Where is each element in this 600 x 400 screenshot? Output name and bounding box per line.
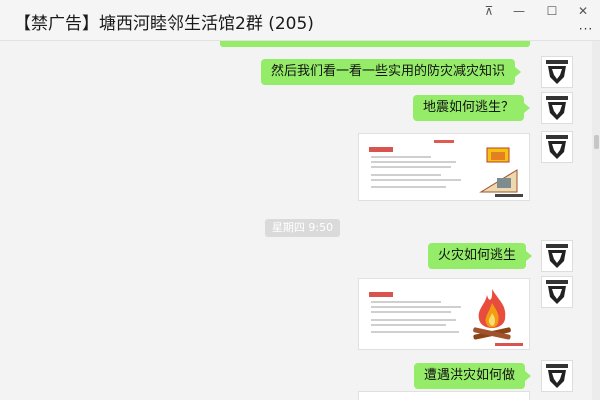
avatar-icon[interactable] [541, 131, 573, 163]
slide-text-line [371, 301, 441, 303]
slide-text-line [371, 311, 451, 313]
message-text: 遭遇洪灾如何做 [424, 368, 516, 383]
message-bubble[interactable]: 火灾如何逃生 [428, 243, 533, 269]
earthquake-illustration-icon [479, 147, 518, 193]
message-text: 火灾如何逃生 [438, 248, 517, 263]
slide-text-line [371, 161, 456, 163]
slide-text-line [371, 166, 451, 168]
title-bar: 【禁广告】塘西河睦邻生活馆2群 (205) ⊼ — ☐ ✕ ··· [0, 0, 600, 41]
pin-icon[interactable]: ⊼ [484, 4, 494, 18]
maximize-button[interactable]: ☐ [546, 4, 558, 18]
avatar-icon[interactable] [541, 92, 573, 124]
chat-title: 【禁广告】塘西河睦邻生活馆2群 (205) [14, 14, 314, 34]
slide-header-tag [369, 292, 393, 297]
slide-text-line [371, 331, 459, 333]
slide-text-line [371, 324, 446, 326]
avatar-icon[interactable] [541, 276, 573, 308]
more-options-icon[interactable]: ··· [578, 22, 594, 36]
slide-text-line [371, 174, 441, 176]
earthquake-safety-slide[interactable] [358, 133, 530, 201]
message-text: 然后我们看一看一些实用的防灾减灾知识 [271, 64, 506, 79]
message-text: 地震如何逃生？ [423, 100, 515, 115]
slide-header-tag [369, 147, 393, 152]
slide-text-line [371, 319, 456, 321]
chat-area[interactable]: 然后我们看一看一些实用的防灾减灾知识 地震如何逃生？ [0, 41, 592, 400]
slide-text-line [371, 179, 461, 181]
scrollbar-thumb[interactable] [594, 135, 599, 149]
scrollbar-track[interactable] [592, 41, 600, 400]
slide-title-bar [434, 140, 454, 143]
avatar-icon[interactable] [541, 240, 573, 272]
fire-illustration-icon [473, 289, 511, 340]
fire-safety-slide[interactable] [358, 278, 530, 350]
slide-text-line [371, 186, 446, 188]
message-bubble[interactable]: 遭遇洪灾如何做 [414, 363, 532, 389]
close-button[interactable]: ✕ [577, 4, 589, 18]
avatar-icon[interactable] [541, 360, 573, 392]
slide-footer [495, 194, 523, 197]
minimize-button[interactable]: — [513, 4, 525, 18]
message-bubble[interactable]: 然后我们看一看一些实用的防灾减灾知识 [261, 59, 522, 85]
slide-text-line [371, 306, 461, 308]
message-timestamp: 星期四 9:50 [265, 219, 340, 237]
message-bubble[interactable]: 地震如何逃生？ [413, 95, 531, 121]
avatar-icon[interactable] [541, 56, 573, 88]
slide-text-line [371, 156, 431, 158]
previous-message-bubble [220, 41, 530, 47]
slide-footer [495, 343, 523, 346]
image-message-partial[interactable] [358, 391, 530, 400]
